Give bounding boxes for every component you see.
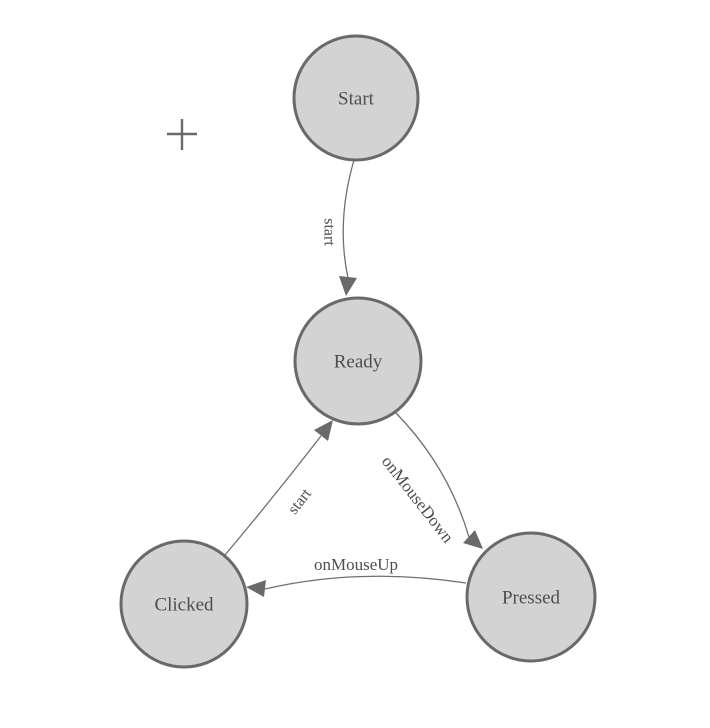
edge-start-to-ready[interactable]: start <box>320 159 357 296</box>
edge-pressed-to-clicked-line[interactable] <box>264 575 467 590</box>
edge-clicked-to-ready-arrowhead <box>314 420 333 441</box>
node-clicked-label: Clicked <box>154 595 214 616</box>
edge-pressed-to-clicked[interactable]: onMouseUp <box>246 555 467 597</box>
edge-pressed-to-clicked-arrowhead <box>246 580 266 597</box>
edge-ready-to-pressed[interactable]: onMouseDown <box>378 411 483 549</box>
node-ready-label: Ready <box>334 352 383 373</box>
edge-pressed-to-clicked-label: onMouseUp <box>314 555 398 574</box>
crosshair-icon <box>167 119 197 150</box>
node-start-label: Start <box>338 89 375 110</box>
node-start[interactable]: Start <box>292 34 420 162</box>
node-clicked[interactable]: Clicked <box>119 539 249 669</box>
node-pressed[interactable]: Pressed <box>465 531 597 663</box>
node-pressed-circle[interactable] <box>465 531 597 663</box>
node-ready-circle[interactable] <box>293 296 423 426</box>
edge-start-to-ready-label: start <box>320 218 337 246</box>
node-clicked-circle[interactable] <box>119 539 249 669</box>
edge-ready-to-pressed-arrowhead <box>463 530 483 549</box>
edge-ready-to-pressed-line[interactable] <box>394 411 470 538</box>
edge-ready-to-pressed-label: onMouseDown <box>378 452 458 547</box>
node-start-circle[interactable] <box>292 34 420 162</box>
edge-clicked-to-ready[interactable]: start <box>224 420 333 556</box>
node-ready[interactable]: Ready <box>293 296 423 426</box>
edge-clicked-to-ready-line[interactable] <box>224 435 322 556</box>
node-pressed-label: Pressed <box>502 588 561 609</box>
edge-start-to-ready-line[interactable] <box>342 159 355 279</box>
edge-clicked-to-ready-label: start <box>285 485 316 518</box>
edge-start-to-ready-arrowhead <box>339 276 357 296</box>
